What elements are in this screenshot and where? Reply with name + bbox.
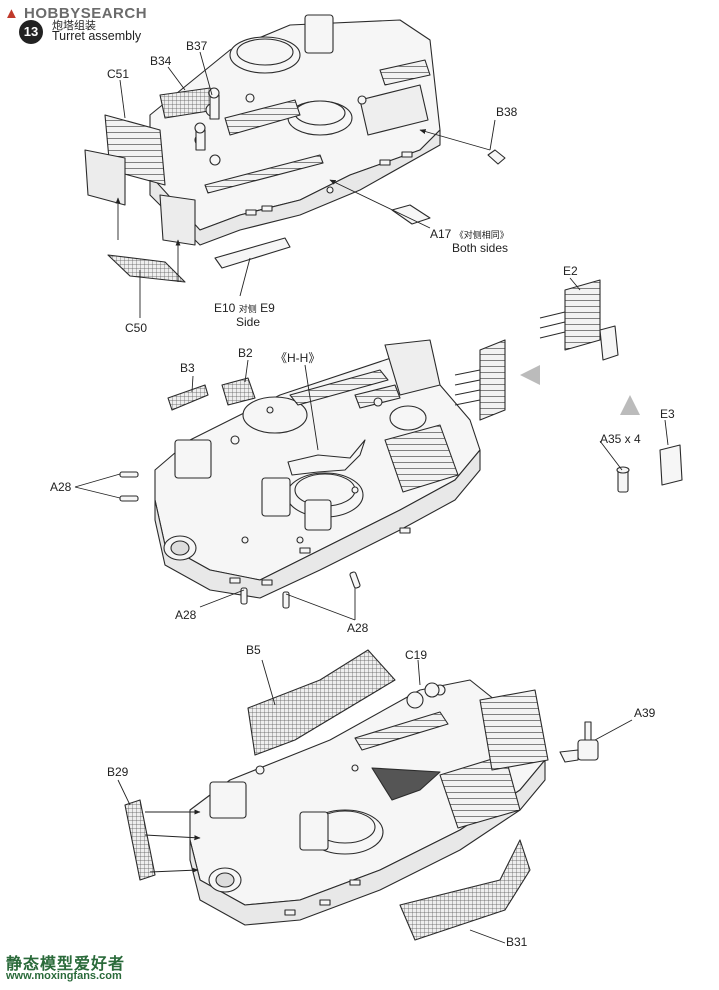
part-section3-panel	[371, 767, 441, 801]
part-e10	[214, 237, 291, 269]
direction-arrow-2	[620, 395, 640, 415]
part-e2	[539, 279, 619, 361]
part-b2	[221, 377, 256, 406]
label-b31: B31	[506, 935, 528, 949]
step-number-badge: 13	[19, 20, 43, 44]
step-title-en: Turret assembly	[52, 29, 142, 43]
leader-lines	[74, 51, 669, 944]
label-e10: E10 对侧 E9	[214, 302, 275, 316]
part-e3	[659, 444, 683, 486]
part-c51	[84, 114, 196, 246]
label-b3: B3	[180, 361, 195, 375]
label-e9-code: E9	[260, 301, 275, 315]
label-e10-code: E10	[214, 301, 236, 315]
label-a17: A17 《对侧相同》	[430, 228, 509, 242]
part-b29	[124, 799, 156, 881]
label-b5: B5	[246, 643, 261, 657]
label-b2: B2	[238, 346, 253, 360]
label-a35: A35 x 4	[600, 432, 641, 446]
part-b38	[487, 149, 506, 165]
footer-site-url: www.moxingfans.com	[6, 970, 122, 982]
turret-view-3	[189, 679, 549, 926]
part-b37	[194, 87, 220, 151]
label-a17-code: A17	[430, 227, 452, 241]
part-a39	[559, 721, 599, 763]
part-a17	[391, 204, 431, 225]
label-e9-side: Side	[236, 315, 261, 329]
label-a17-note-cn: 《对侧相同》	[454, 230, 509, 240]
part-c19	[424, 682, 440, 698]
label-a28-bottom-2: A28	[347, 621, 369, 635]
label-b37: B37	[186, 39, 208, 53]
label-b29: B29	[107, 765, 129, 779]
label-a28-bottom-1: A28	[175, 608, 197, 622]
part-b3	[167, 384, 209, 411]
part-hh-bracket	[287, 439, 366, 476]
label-e3: E3	[660, 407, 675, 421]
direction-arrow-1	[520, 365, 540, 385]
part-b5	[247, 649, 396, 756]
part-a35	[616, 466, 630, 493]
label-c51: C51	[107, 67, 130, 81]
turret-view-1	[149, 14, 441, 246]
step-title-cn: 炮塔组装	[52, 20, 96, 32]
part-b31	[399, 839, 531, 941]
label-e10-note-cn: 对侧	[238, 304, 257, 314]
part-c50	[107, 254, 186, 283]
label-a39: A39	[634, 706, 656, 720]
label-b34: B34	[150, 54, 172, 68]
label-c19: C19	[405, 648, 428, 662]
footer-site-name: 静态模型爱好者	[6, 956, 126, 973]
label-a28-left: A28	[50, 480, 72, 494]
label-a17-both-sides: Both sides	[452, 241, 509, 255]
part-a28-pins	[119, 471, 361, 609]
label-b38: B38	[496, 105, 518, 119]
label-h-h: 《H-H》	[275, 351, 321, 365]
hobbysearch-watermark: ▲ HOBBYSEARCH	[4, 5, 148, 22]
label-e2: E2	[563, 264, 578, 278]
label-c50: C50	[125, 321, 148, 335]
